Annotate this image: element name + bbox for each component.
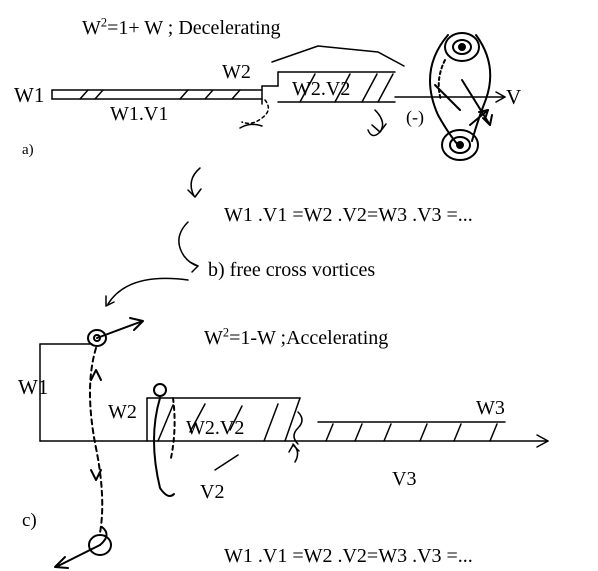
panel-a-strips: [51, 45, 405, 137]
label-w3-c: W3: [476, 397, 505, 419]
label-w1-c: W1: [18, 375, 49, 399]
label-v2-c: V2: [200, 481, 225, 503]
label-w2-a: W2: [222, 61, 251, 83]
label-w2-c: W2: [108, 401, 137, 423]
transition-arrows: [105, 167, 202, 307]
accelerating-equation: W2=1-W ;Accelerating: [204, 325, 389, 349]
label-w1-a: W1: [14, 83, 45, 107]
label-v-a: V: [506, 85, 522, 109]
panel-c-label: c): [22, 510, 37, 531]
label-w2v2-a: W2.V2: [292, 78, 351, 100]
label-w2v2-c: W2.V2: [186, 417, 245, 439]
label-v3-c: V3: [392, 468, 417, 490]
label-w1v1-a: W1.V1: [110, 103, 169, 125]
continuity-equation-2: W1 .V1 =W2 .V2=W3 .V3 =...: [224, 545, 473, 567]
panel-c-axis: [39, 343, 549, 448]
continuity-equation-1: W1 .V1 =W2 .V2=W3 .V3 =...: [224, 204, 473, 226]
vortex-pair-a: [429, 32, 493, 161]
label-minus: (-): [406, 107, 424, 127]
decelerating-equation: W2=1+ W ; Decelerating: [82, 15, 281, 39]
panel-a-label: a): [22, 142, 34, 158]
free-cross-vortices-label: b) free cross vortices: [208, 259, 376, 281]
vortex-pair-c: [54, 317, 176, 569]
